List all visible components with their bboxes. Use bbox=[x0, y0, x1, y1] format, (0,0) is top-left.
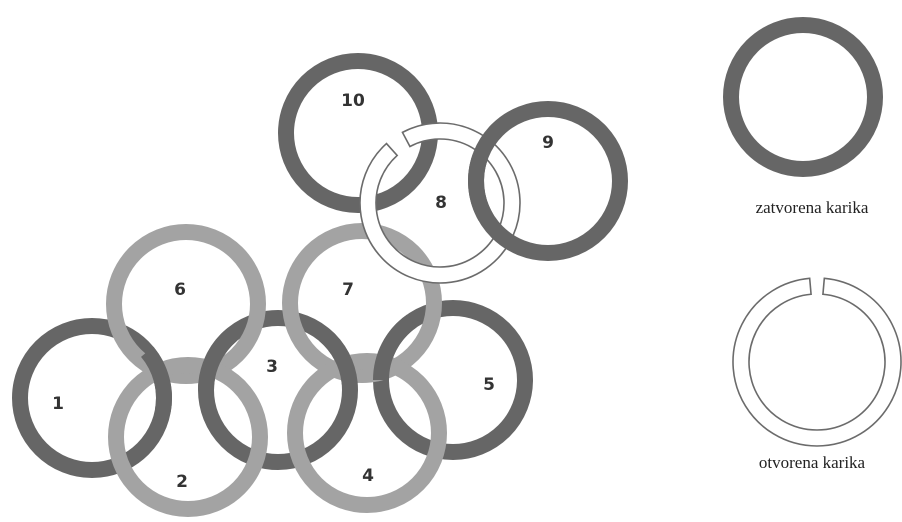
ring-2 bbox=[116, 365, 260, 509]
ring-label-1: 1 bbox=[52, 394, 64, 414]
ring-label-8: 8 bbox=[435, 193, 447, 213]
ring-1 bbox=[20, 326, 164, 470]
legend-open-label: otvorena karika bbox=[759, 453, 866, 472]
ring-9-overlap bbox=[476, 156, 486, 217]
legend-open-ring bbox=[733, 278, 901, 446]
ring-label-3: 3 bbox=[266, 357, 278, 377]
ring-label-9: 9 bbox=[542, 133, 554, 153]
legend: zatvorena karika otvorena karika bbox=[731, 25, 901, 472]
ring-label-4: 4 bbox=[362, 466, 374, 486]
ring-label-5: 5 bbox=[483, 375, 495, 395]
rings-layer bbox=[20, 61, 620, 509]
ring-label-6: 6 bbox=[174, 280, 186, 300]
ring-label-2: 2 bbox=[176, 472, 188, 492]
ring-label-7: 7 bbox=[342, 280, 354, 300]
legend-closed-label: zatvorena karika bbox=[756, 198, 869, 217]
legend-closed-ring-icon bbox=[731, 25, 875, 169]
ring-9 bbox=[476, 109, 620, 253]
ring-6 bbox=[114, 232, 258, 376]
legend-open-ring-icon bbox=[733, 278, 901, 446]
legend-closed-ring bbox=[731, 25, 875, 169]
ring-label-10: 10 bbox=[341, 91, 365, 111]
